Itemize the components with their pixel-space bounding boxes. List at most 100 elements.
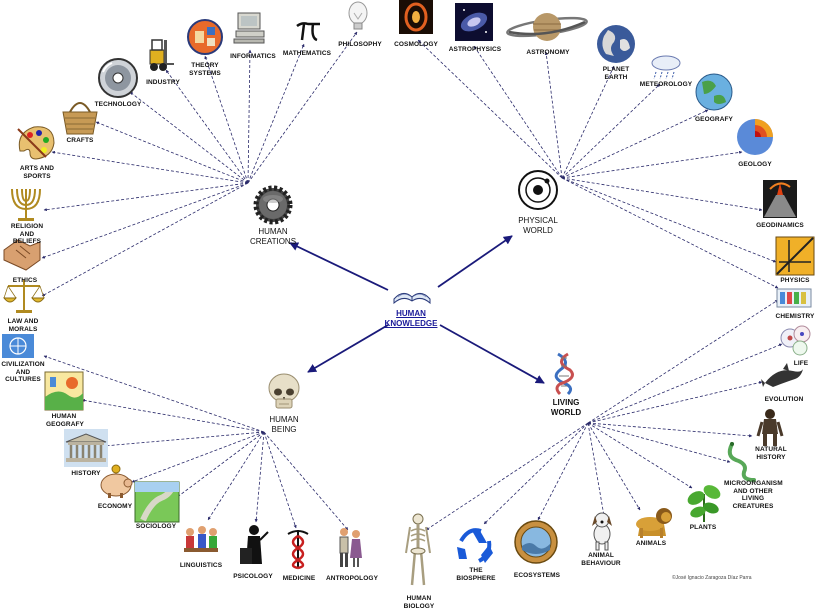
- label-animal-behaviour: ANIMAL BEHAVIOUR: [581, 552, 621, 567]
- basket-icon: [62, 102, 98, 135]
- branch-plants: [587, 422, 693, 489]
- label-antropology: ANTROPOLOGY: [325, 575, 379, 582]
- label-sociology: SOCIOLOGY: [135, 523, 177, 530]
- branch-planet-earth: [561, 65, 615, 179]
- volcano-icon: [763, 180, 797, 218]
- arrow-to-human-being: [307, 324, 389, 373]
- road-icon: [134, 481, 180, 523]
- label-planet-earth: PLANET EARTH: [602, 66, 630, 81]
- physics-icon: [775, 236, 815, 276]
- branch-economy: [131, 431, 265, 483]
- couple-icon: [339, 528, 362, 567]
- earth-icon: [597, 25, 635, 63]
- label-geodinamics: GEODINAMICS: [756, 222, 804, 229]
- handshake-icon: [3, 239, 41, 271]
- label-geology: GEOLOGY: [738, 161, 772, 168]
- hub-label: PHYSICAL: [518, 216, 558, 225]
- label-religion: RELIGION AND BELIEFS: [10, 223, 44, 245]
- globe-icon: [695, 73, 733, 111]
- label-informatics: INFORMATICS: [230, 53, 276, 60]
- branch-chemistry-link: [587, 299, 779, 424]
- plant-icon: [687, 485, 721, 522]
- map-icon: [44, 371, 84, 411]
- branch-antropology: [263, 431, 349, 531]
- label-ethics: ETHICS: [12, 277, 38, 284]
- center-title[interactable]: HUMAN KNOWLEDGE: [385, 309, 438, 329]
- theory-systems-icon: [187, 19, 223, 55]
- parthenon-icon: [64, 429, 108, 467]
- branch-technology: [129, 91, 249, 184]
- branch-linguistics: [207, 431, 265, 521]
- hub-label: WORLD: [550, 408, 582, 417]
- hub-living-world: LIVING WORLD: [551, 398, 581, 418]
- branch-ethics: [41, 182, 249, 259]
- hub-label: LIVING: [552, 398, 580, 407]
- label-biosphere: THE BIOSPHERE: [456, 567, 496, 582]
- label-microorganism: MICROORGANISM AND OTHER LIVING CREATURES: [724, 480, 783, 510]
- label-chemistry: CHEMISTRY: [775, 313, 815, 320]
- label-history: HISTORY: [71, 470, 101, 477]
- saturn-icon: [506, 13, 588, 41]
- branch-geodinamics: [561, 177, 763, 212]
- label-natural-history: NATURAL HISTORY: [755, 446, 787, 461]
- branch-history: [103, 431, 265, 448]
- dolphin-icon: [761, 363, 803, 387]
- arrow-to-living-world: [439, 324, 545, 384]
- branch-industry: [165, 69, 249, 184]
- label-industry: INDUSTRY: [146, 79, 180, 86]
- center-title-line1[interactable]: HUMAN: [396, 309, 426, 318]
- center-title-line2[interactable]: KNOWLEDGE: [384, 319, 438, 328]
- arrow-to-physical-world: [437, 235, 513, 288]
- branch-human-biology: [425, 422, 589, 531]
- branch-crafts: [95, 121, 249, 184]
- worm-icon: [727, 442, 756, 482]
- branch-religion: [43, 182, 249, 212]
- flasks-icon: [776, 288, 812, 308]
- branch-geology: [561, 150, 743, 179]
- label-philosophy: PHILOSOPHY: [338, 41, 382, 48]
- label-meteorology: METEOROLOGY: [639, 81, 693, 88]
- branch-human-geography: [81, 398, 265, 433]
- forklift-icon: [149, 39, 174, 71]
- label-mathematics: MATHEMATICS: [282, 50, 332, 57]
- ape-icon: [756, 409, 784, 446]
- menorah-icon: [11, 188, 41, 221]
- label-astrophysics: ASTROPHYSICS: [448, 46, 502, 53]
- branch-mathematics: [247, 43, 305, 184]
- branch-biosphere: [483, 422, 589, 525]
- hub-label: BEING: [271, 425, 297, 434]
- hub-physical-world: PHYSICAL WORLD: [518, 216, 558, 236]
- skull-icon: [268, 373, 300, 409]
- porthole-icon: [514, 520, 558, 564]
- people-talking-icon: [184, 526, 218, 552]
- author-credit: ©José Ignacio Zaragoza Díaz Parra: [672, 575, 752, 581]
- palette-icon: [17, 126, 55, 160]
- hub-label: WORLD: [523, 226, 553, 235]
- branch-physics: [561, 177, 777, 263]
- earth-layers-icon: [737, 119, 773, 155]
- branch-astrophysics: [473, 45, 563, 179]
- branch-arrows: [41, 31, 783, 531]
- main-arrows: [289, 235, 545, 384]
- hub-label: HUMAN: [269, 415, 299, 424]
- dog-icon: [592, 512, 612, 551]
- label-medicine: MEDICINE: [282, 575, 316, 582]
- label-theory-systems: THEORY SYSTEMS: [189, 62, 221, 77]
- branch-animal-behaviour: [587, 422, 606, 517]
- label-geography: GEOGRAFY: [695, 116, 733, 123]
- branch-life: [587, 343, 783, 424]
- branch-civilization: [43, 355, 265, 433]
- label-animals: ANIMALS: [635, 540, 667, 547]
- scales-icon: [2, 280, 46, 313]
- recycle-icon: [457, 528, 493, 563]
- label-life: LIFE: [793, 360, 809, 367]
- piggy-bank-icon: [100, 464, 133, 498]
- hub-label: HUMAN: [258, 227, 288, 236]
- branch-meteorology: [561, 83, 661, 179]
- branch-psicology: [254, 431, 265, 523]
- cd-icon: [98, 58, 138, 98]
- branch-informatics: [247, 49, 252, 184]
- hub-human-creations: HUMAN CREATIONS: [250, 227, 296, 247]
- label-psicology: PSICOLOGY: [233, 573, 273, 580]
